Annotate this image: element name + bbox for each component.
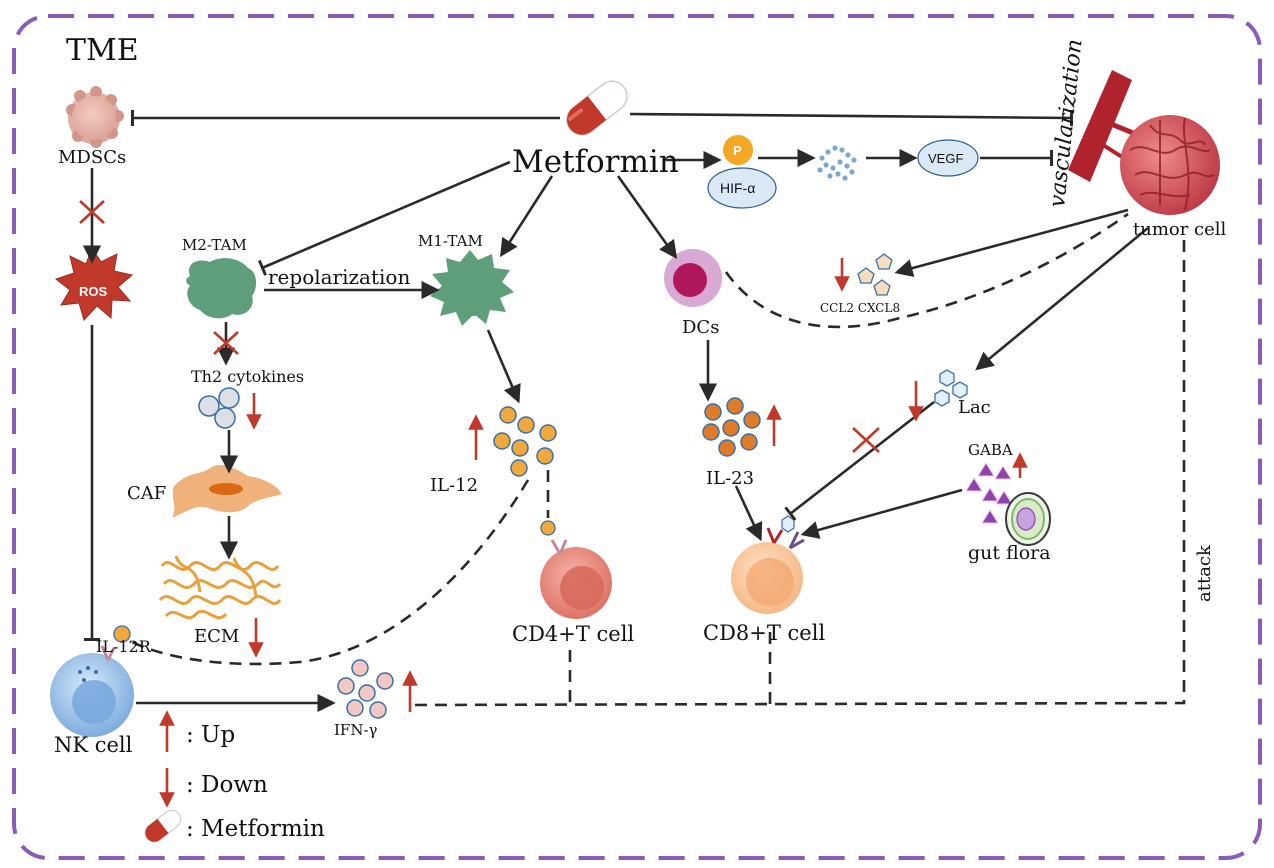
gut-flora-label: gut flora bbox=[968, 542, 1051, 564]
cd4-t-cell-label: CD4+T cell bbox=[512, 622, 634, 646]
il12-label: IL-12 bbox=[430, 475, 478, 496]
regulation-arrows bbox=[159, 258, 1028, 808]
repolarization-label: repolarization bbox=[268, 265, 410, 289]
hif-alpha-label: HIF-α bbox=[720, 180, 755, 196]
mdscs-label: MDSCs bbox=[58, 147, 126, 168]
gut-flora-icon bbox=[1005, 492, 1051, 546]
tme-frame bbox=[12, 14, 1262, 860]
metformin-label: Metformin bbox=[512, 144, 679, 180]
ros-star-icon bbox=[54, 246, 134, 321]
il12-balls-icon bbox=[493, 406, 557, 477]
mdsc-cell-icon bbox=[66, 86, 124, 148]
vascularization-label: vascularization bbox=[1045, 38, 1088, 209]
attack-label: attack bbox=[1194, 544, 1215, 602]
phosphate-icon bbox=[723, 135, 753, 165]
chemokine-pentagons-icon bbox=[857, 253, 893, 296]
th2-cytokine-balls-icon bbox=[198, 387, 240, 429]
phosphate-label: P bbox=[733, 143, 742, 158]
m1-tam-label: M1-TAM bbox=[418, 232, 483, 250]
legend-metformin-pill-icon bbox=[144, 809, 182, 843]
nk-cell-icon bbox=[50, 625, 134, 737]
inhibit-vascularization-line bbox=[629, 109, 1074, 127]
tumor-cell-label: tumor cell bbox=[1133, 219, 1227, 240]
caf-cell-icon bbox=[172, 465, 282, 518]
il23-balls-icon bbox=[702, 397, 761, 457]
hif-alpha-icon bbox=[707, 167, 777, 209]
metformin-pill-icon bbox=[566, 80, 628, 136]
il12r-label: IL-12R bbox=[96, 637, 152, 656]
caf-label: CAF bbox=[127, 483, 166, 504]
ifn-gamma-balls-icon bbox=[337, 659, 394, 719]
legend-down-label: : Down bbox=[186, 772, 268, 798]
vegf-icon bbox=[917, 139, 979, 177]
cd8-t-cell-label: CD8+T cell bbox=[703, 621, 825, 645]
th2-cytokines-label: Th2 cytokines bbox=[191, 367, 304, 386]
lac-label: Lac bbox=[958, 397, 991, 418]
ecm-fibers-icon bbox=[158, 555, 282, 620]
legend-metformin-label: : Metformin bbox=[186, 816, 325, 842]
gaba-label: GABA bbox=[968, 441, 1013, 459]
blocked-x-marks bbox=[79, 200, 880, 453]
dcs-label: DCs bbox=[682, 317, 719, 338]
dashed-connectors bbox=[131, 212, 1186, 707]
lactate-hexagons-icon bbox=[934, 369, 968, 407]
gaba-triangles-icon bbox=[965, 462, 1013, 524]
il23-label: IL-23 bbox=[706, 468, 754, 489]
connectors bbox=[82, 109, 1149, 713]
m2-tam-label: M2-TAM bbox=[182, 236, 247, 254]
tme-label: TME bbox=[66, 33, 139, 68]
ifn-gamma-label: IFN-γ bbox=[334, 721, 378, 739]
nk-cell-label: NK cell bbox=[54, 733, 133, 757]
dendritic-cell-icon bbox=[664, 249, 722, 307]
cd8-t-cell-icon bbox=[731, 515, 805, 614]
tumor-cell-icon bbox=[1120, 115, 1220, 215]
cd4-t-cell-icon bbox=[540, 520, 612, 619]
legend-up-label: : Up bbox=[186, 722, 235, 748]
ecm-label: ECM bbox=[194, 626, 239, 647]
protein-cluster-icon bbox=[817, 145, 857, 181]
m2-tam-cell-icon bbox=[186, 258, 257, 319]
ros-label: ROS bbox=[79, 284, 108, 299]
m1-tam-cell-icon bbox=[430, 250, 514, 326]
vegf-label: VEGF bbox=[928, 151, 963, 166]
ccl-label: CCL2 CXCL8 bbox=[820, 301, 900, 315]
